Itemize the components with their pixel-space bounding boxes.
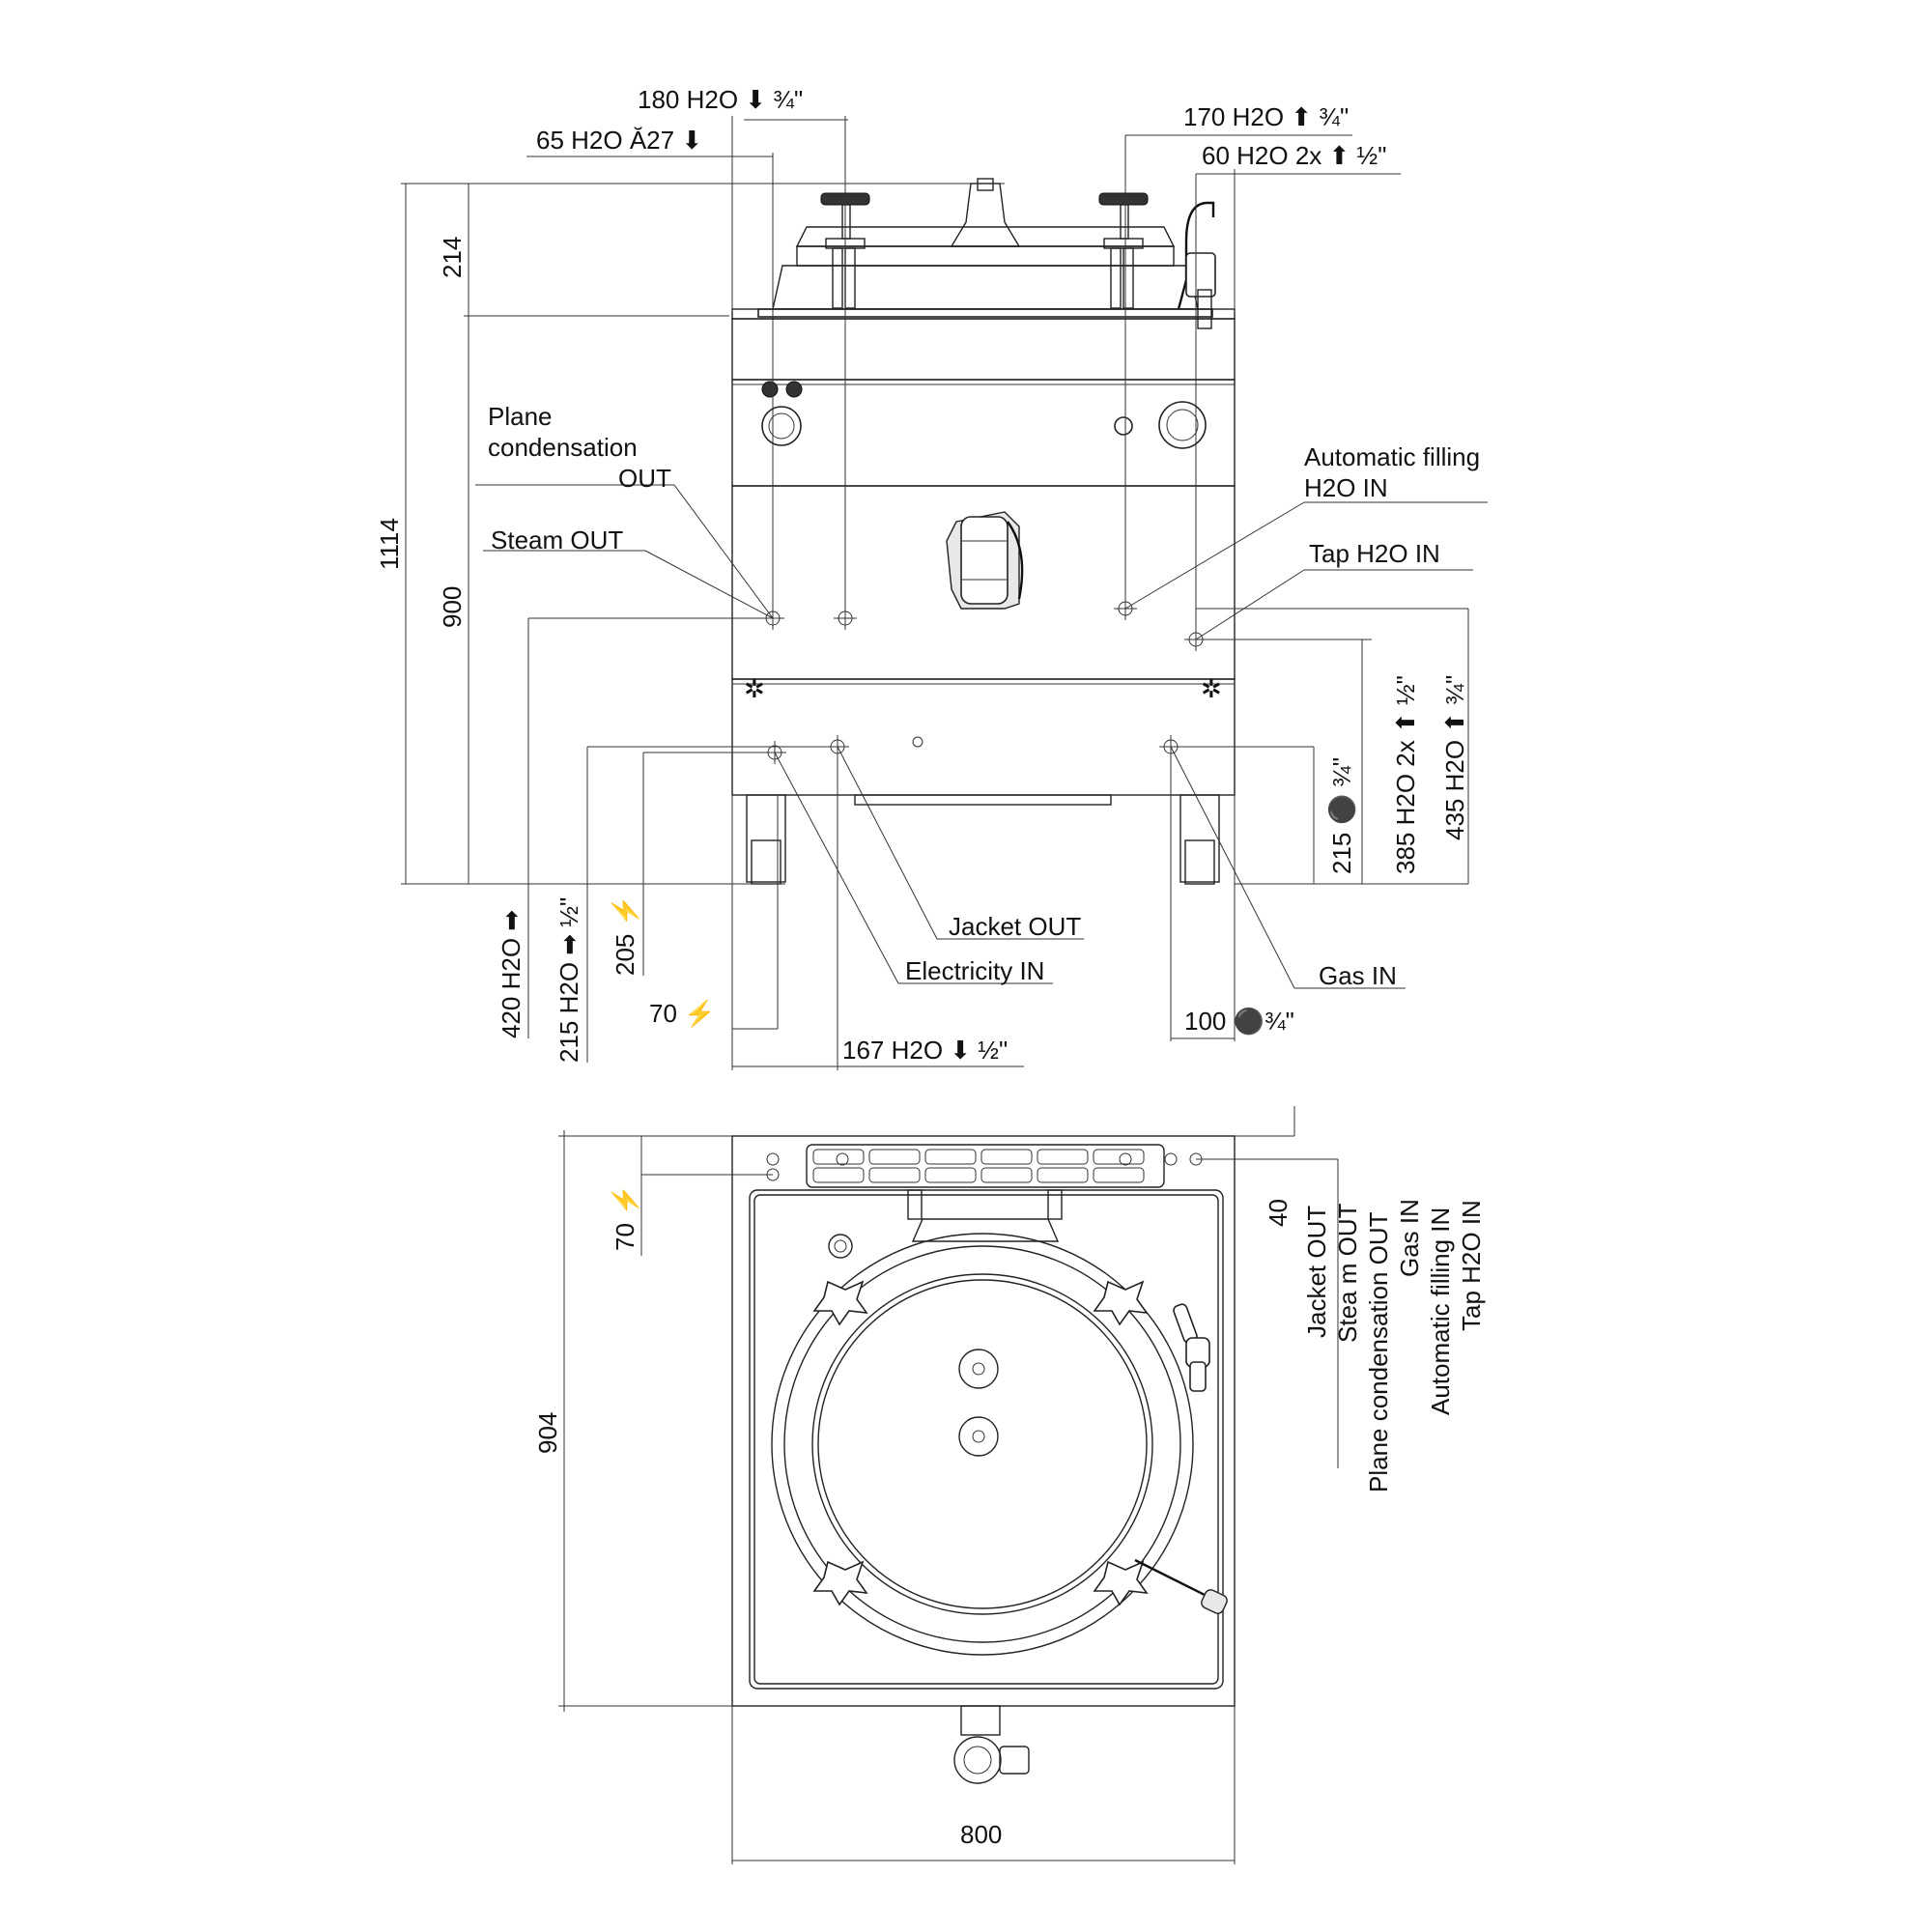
dim-70-label: 70 ⚡ xyxy=(649,999,716,1029)
top-view-legend: Jacket OUT Stea m OUT Plane condensation… xyxy=(1302,1199,1486,1492)
label-jacket-out: Jacket OUT xyxy=(949,912,1081,941)
dim-100-label: 100 ⚫¾" xyxy=(1184,1007,1294,1036)
corner-mark-right-icon: ✲ xyxy=(1201,674,1222,703)
grille-slots xyxy=(812,1149,1145,1183)
legend-plane-condensation-out: Plane condensation OUT xyxy=(1364,1211,1393,1492)
corner-mark-left-icon: ✲ xyxy=(744,674,765,703)
dim-170-label: 170 H2O ⬆ ¾" xyxy=(1183,102,1349,131)
dim-180-label: 180 H2O ⬇ ¾" xyxy=(638,85,803,114)
dim-60-label: 60 H2O 2x ⬆ ½" xyxy=(1202,141,1386,170)
dim-205-label: 205 ⚡ xyxy=(611,895,640,976)
dim-215-label: 215 H2O ➡ ½" xyxy=(554,897,583,1063)
dim-214-label: 214 xyxy=(438,237,467,278)
kettle-body: ✲ ✲ xyxy=(731,308,1236,885)
dim-385-label: 385 H2O 2x ⬆ ½" xyxy=(1391,675,1420,874)
dimension-lines xyxy=(401,116,1488,1070)
dim-40-label: 40 xyxy=(1264,1199,1293,1227)
lid-knobs xyxy=(812,1280,1149,1606)
label-plane-3: OUT xyxy=(618,464,671,493)
top-view: 904 70 ⚡ 40 800 Jacket OUT Stea m OUT Pl… xyxy=(533,1106,1486,1864)
dim-904-label: 904 xyxy=(533,1412,562,1454)
legend-gas-in: Gas IN xyxy=(1395,1199,1424,1277)
dim-70-top-label: 70 ⚡ xyxy=(611,1184,640,1251)
front-view: ✲ ✲ xyxy=(375,85,1488,1070)
connection-markers xyxy=(761,597,1208,764)
legend-tap-h2o-in: Tap H2O IN xyxy=(1457,1200,1486,1331)
label-automatic-filling-2: H2O IN xyxy=(1304,473,1388,502)
legend-steam-out: Stea m OUT xyxy=(1333,1203,1362,1343)
dim-800-label: 800 xyxy=(960,1820,1002,1849)
legend-jacket-out: Jacket OUT xyxy=(1302,1206,1331,1338)
label-automatic-filling-1: Automatic filling xyxy=(1304,442,1480,471)
dim-65-label: 65 H2O Ă27 ⬇ xyxy=(536,126,702,155)
dim-900-label: 900 xyxy=(438,586,467,628)
label-plane-1: Plane xyxy=(488,402,553,431)
front-connection-labels: Plane condensation OUT Steam OUT Automat… xyxy=(488,402,1480,990)
dim-435-label: 435 H2O ⬆ ¾" xyxy=(1440,675,1469,840)
dim-167-label: 167 H2O ⬇ ½" xyxy=(842,1036,1008,1065)
dim-215-gas-label: 215 ⚫ ¾" xyxy=(1327,757,1356,874)
label-steam-out: Steam OUT xyxy=(491,526,623,554)
legend-automatic-filling-in: Automatic filling IN xyxy=(1426,1208,1455,1415)
dim-420-label: 420 H2O ➡ xyxy=(497,910,526,1038)
label-plane-2: condensation xyxy=(488,433,638,462)
kettle-lid xyxy=(757,178,1216,329)
label-tap-h2o-in: Tap H2O IN xyxy=(1309,539,1440,568)
dim-1114-label: 1114 xyxy=(375,518,404,570)
label-electricity-in: Electricity IN xyxy=(905,956,1044,985)
front-dimension-texts: 180 H2O ⬇ ¾" 65 H2O Ă27 ⬇ 170 H2O ⬆ ¾" 6… xyxy=(375,85,1469,1065)
top-view-connection-markers xyxy=(766,1152,1203,1181)
label-gas-in: Gas IN xyxy=(1319,961,1397,990)
